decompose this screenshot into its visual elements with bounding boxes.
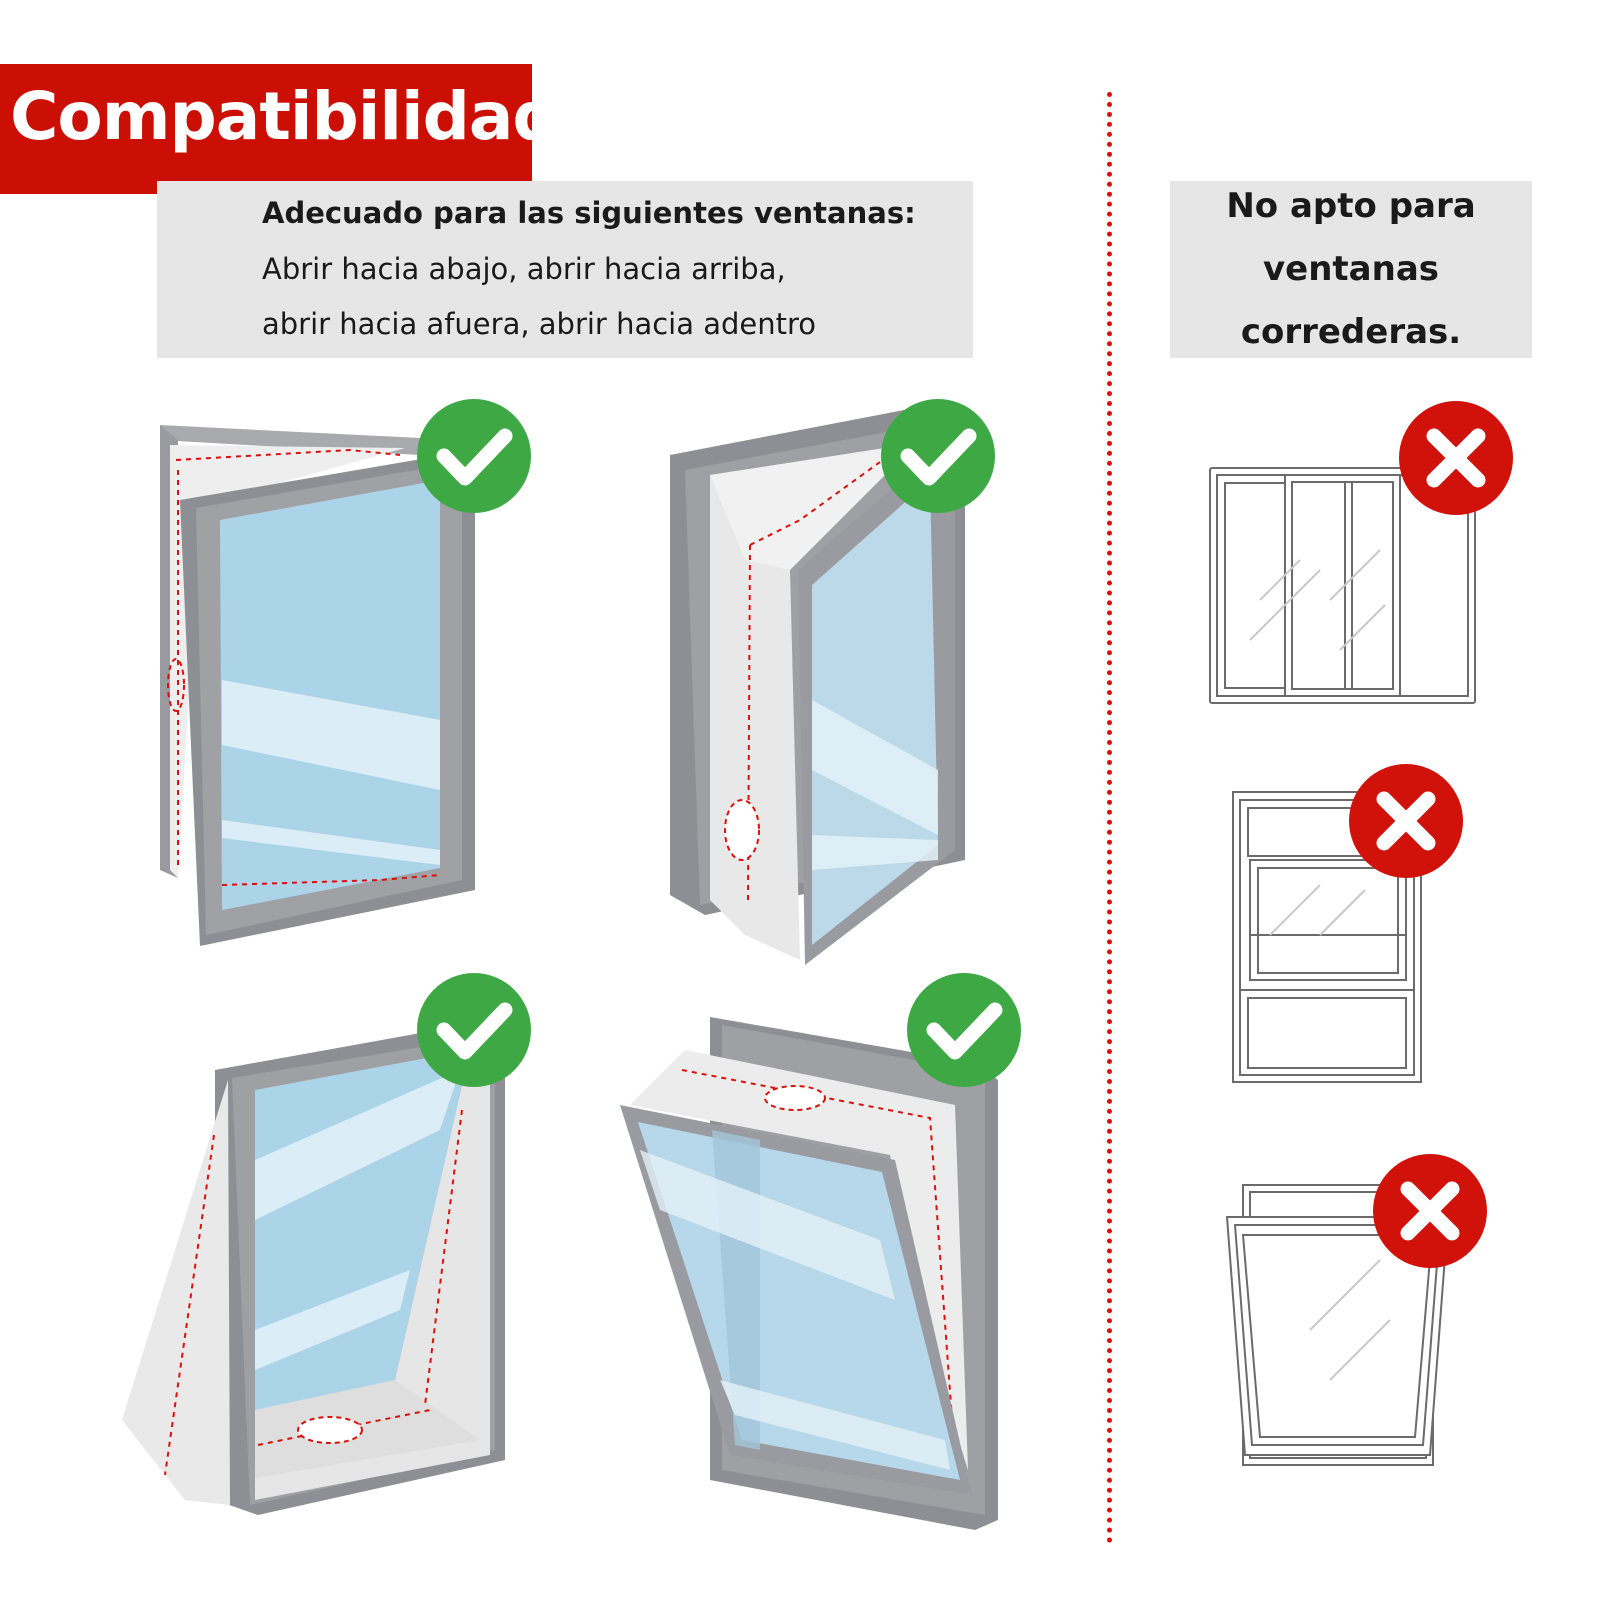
cross-icon [1399, 401, 1513, 515]
check-icon [881, 399, 995, 513]
not-suitable-line-2: ventanas [1262, 249, 1439, 289]
window-open-up-illustration [620, 973, 1021, 1530]
suitable-info-box [157, 181, 973, 358]
not-suitable-line-3: correderas. [1240, 312, 1462, 352]
not-suitable-info-box [1170, 181, 1532, 358]
window-open-down-illustration [122, 973, 531, 1515]
check-icon [417, 399, 531, 513]
not-suitable-line-1: No apto para [1226, 186, 1476, 226]
dotted-divider [1107, 92, 1112, 1544]
suitable-line-2: abrir hacia afuera, abrir hacia adentro [262, 307, 817, 341]
tilt-out-window-illustration [1225, 1184, 1450, 1466]
cross-icon [1349, 764, 1463, 878]
check-icon [417, 973, 531, 1087]
cross-icon [1373, 1154, 1487, 1268]
check-icon [907, 973, 1021, 1087]
window-casement-illustration [670, 399, 995, 965]
horizontal-sliding-window-illustration [1209, 467, 1476, 704]
suitable-line-1: Abrir hacia abajo, abrir hacia arriba, [262, 252, 786, 286]
window-open-inward-illustration [160, 399, 531, 946]
suitable-heading: Adecuado para las siguientes ventanas: [262, 196, 916, 230]
page-title: Compatibilidad [10, 78, 560, 155]
title-banner [0, 64, 532, 194]
vertical-sash-window-illustration [1232, 791, 1422, 1083]
